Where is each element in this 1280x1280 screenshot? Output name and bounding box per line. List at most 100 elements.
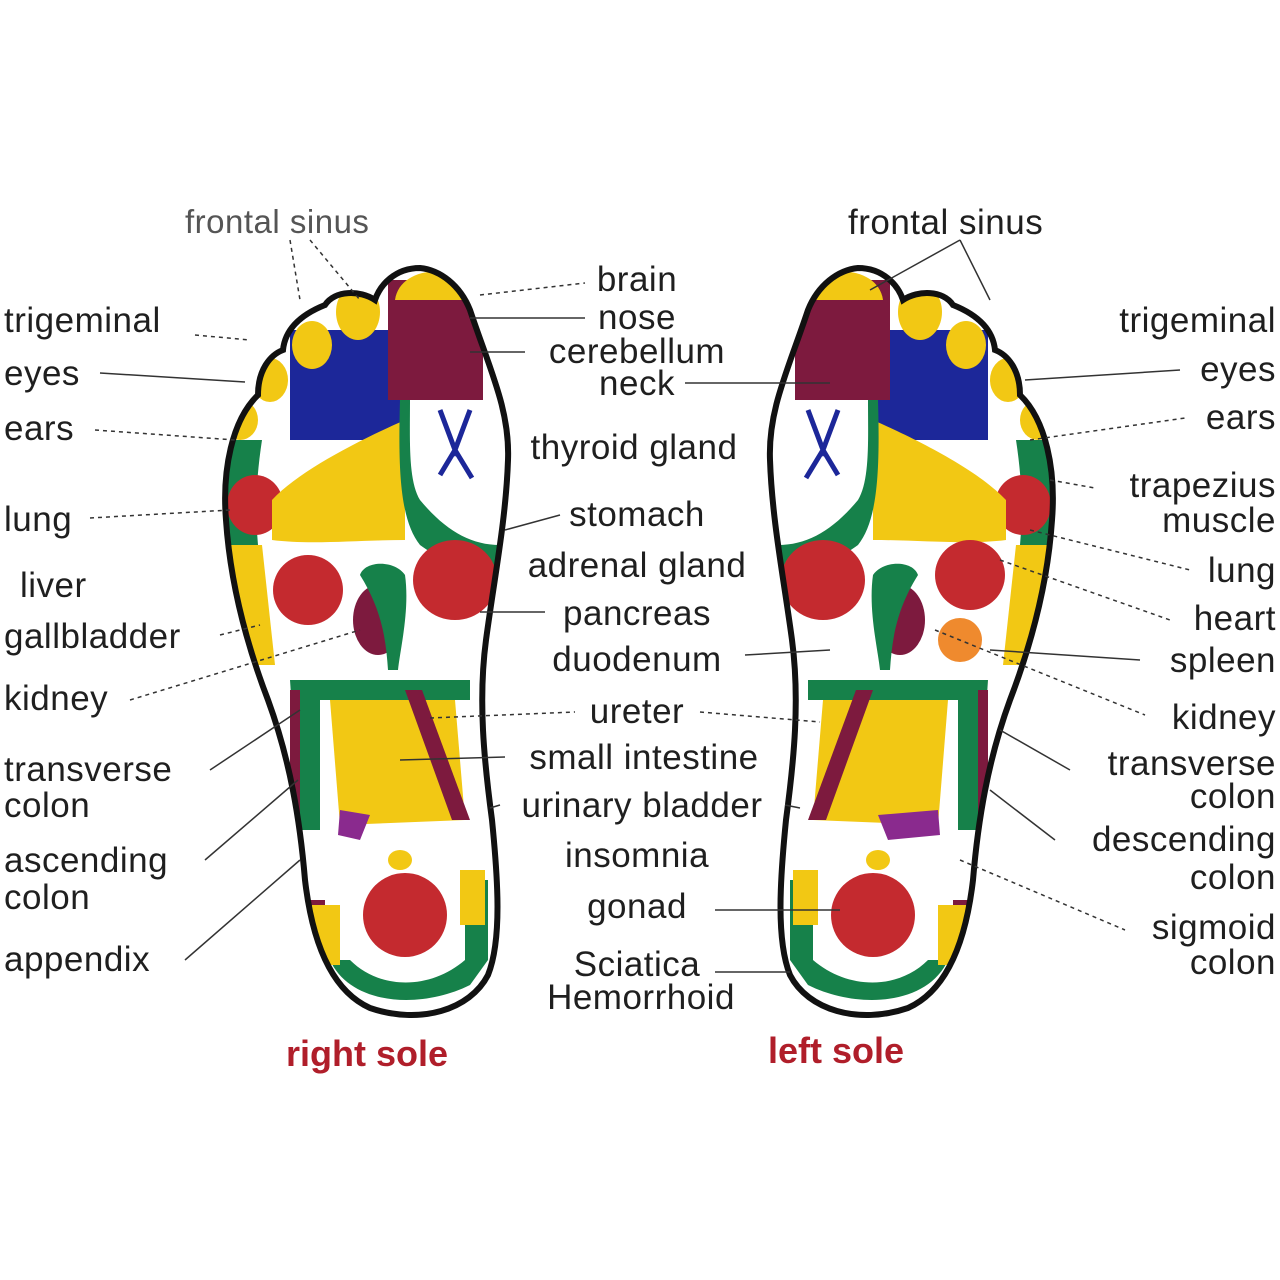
leader-stomach xyxy=(504,514,561,531)
label-right-gallbladder: gallbladder xyxy=(4,617,181,656)
label-left-kidney: kidney xyxy=(1171,698,1276,737)
right-heel-yellow-top xyxy=(388,850,412,870)
label-hemorrhoid: Hemorrhoid xyxy=(547,978,735,1017)
leader-left-lung xyxy=(1029,529,1191,571)
leader-lines xyxy=(89,239,1191,973)
leader-right-kidney xyxy=(129,629,361,701)
leader-right-gallbladder xyxy=(219,624,261,636)
left-thyroid-mark xyxy=(803,409,841,480)
leader-left-sigmoid xyxy=(959,859,1126,931)
left-shoulder-yellow xyxy=(873,420,1006,543)
label-left-transverse: transverse xyxy=(1107,744,1276,783)
leader-right-transverse xyxy=(209,709,301,771)
right-intestine-maroon-strip xyxy=(405,690,470,820)
label-stomach: stomach xyxy=(569,495,705,534)
right-liver-zone xyxy=(273,555,343,625)
right-appendix-purple xyxy=(338,810,370,840)
leader-urinary-bladder xyxy=(489,804,801,809)
leader-left-ears xyxy=(1029,417,1186,441)
label-neck: neck xyxy=(599,364,675,403)
leader-left-transverse xyxy=(999,729,1071,771)
right-lung-zone xyxy=(227,475,283,535)
label-right-ears: ears xyxy=(4,409,75,448)
label-small-intestine: small intestine xyxy=(529,738,759,777)
left-heel-yellow-top xyxy=(866,850,890,870)
leader-small-intestine xyxy=(399,756,506,761)
left-lung-zone xyxy=(995,475,1051,535)
label-left-lung: lung xyxy=(1207,551,1276,590)
leader-left-trapezius xyxy=(1049,479,1096,489)
label-sciatica: Sciatica xyxy=(573,945,701,984)
right-medial-green xyxy=(399,400,505,567)
label-pancreas: pancreas xyxy=(563,594,711,633)
label-right-lung: lung xyxy=(4,500,73,539)
right-shoulder-yellow xyxy=(272,420,405,543)
label-left-eyes: eyes xyxy=(1200,350,1276,389)
leader-right-ascending xyxy=(204,779,299,861)
leader-right-trigeminal xyxy=(194,334,251,341)
leader-brain xyxy=(479,282,586,296)
label-right-ascending: ascending xyxy=(4,841,169,880)
leader-right-frontal-sinus xyxy=(289,239,361,301)
right-stomach-zone xyxy=(413,540,497,620)
left-lateral-yellow xyxy=(1003,545,1048,665)
right-colon-green xyxy=(290,680,470,830)
leader-duodenum xyxy=(744,649,831,656)
left-sigmoid-purple xyxy=(878,810,940,840)
label-right-liver: liver xyxy=(20,566,87,605)
right-heel-yellow-right xyxy=(460,870,485,925)
leader-left-heart xyxy=(999,559,1171,621)
label-left-ears: ears xyxy=(1205,398,1276,437)
label-right-kidney: kidney xyxy=(4,679,109,718)
left-heel-yellow-right xyxy=(793,870,818,925)
label-left-sigmoid: sigmoid xyxy=(1151,908,1276,947)
leader-right-eyes xyxy=(99,372,246,383)
label-urinary-bladder: urinary bladder xyxy=(521,786,763,825)
leader-right-appendix xyxy=(184,859,301,961)
label-left-transverse-colon: colon xyxy=(1189,777,1276,816)
label-right-ascending-colon: colon xyxy=(4,878,91,917)
label-left-descending: descending xyxy=(1091,820,1276,859)
label-right-appendix: appendix xyxy=(4,940,151,979)
right-sole-foot xyxy=(200,240,530,1040)
label-gonad: gonad xyxy=(587,887,687,926)
label-duodenum: duodenum xyxy=(552,640,722,679)
left-stomach-zone xyxy=(781,540,865,620)
label-left-frontal-sinus: frontal sinus xyxy=(848,203,1044,242)
leader-left-kidney xyxy=(934,629,1146,716)
leader-left-eyes xyxy=(1024,369,1181,381)
right-pancreas-green xyxy=(360,563,407,670)
label-left-sigmoid-colon: colon xyxy=(1189,943,1276,982)
right-lateral-yellow xyxy=(230,545,275,665)
left-gonad-zone xyxy=(831,873,915,957)
leader-left-descending xyxy=(989,789,1056,841)
label-insomnia: insomnia xyxy=(564,836,710,875)
label-right-transverse: transverse xyxy=(4,750,173,789)
leader-right-ears xyxy=(94,429,236,441)
right-toe3-tip xyxy=(292,321,332,369)
left-sole-foot xyxy=(748,240,1078,1040)
leader-left-spleen xyxy=(989,649,1141,661)
caption-left-sole: left sole xyxy=(768,1030,905,1071)
label-cerebellum: cerebellum xyxy=(548,332,726,371)
label-right-eyes: eyes xyxy=(4,354,80,393)
left-medial-green xyxy=(773,400,879,567)
label-ureter: ureter xyxy=(589,692,685,731)
label-nose: nose xyxy=(598,298,676,337)
right-gonad-zone xyxy=(363,873,447,957)
leader-ureter xyxy=(429,711,821,723)
label-thyroid-gland: thyroid gland xyxy=(530,428,738,467)
label-right-transverse-colon: colon xyxy=(4,786,91,825)
label-left-trapezius: trapezius xyxy=(1129,466,1276,505)
left-intestine-maroon-strip xyxy=(808,690,873,820)
label-left-spleen: spleen xyxy=(1169,641,1276,680)
left-colon-green xyxy=(808,680,988,830)
label-right-trigeminal: trigeminal xyxy=(4,301,161,340)
leader-left-frontal-sinus xyxy=(869,239,991,301)
left-pancreas-green xyxy=(871,563,918,670)
left-toe3-tip xyxy=(946,321,986,369)
label-left-trigeminal: trigeminal xyxy=(1119,301,1276,340)
left-heart-zone xyxy=(935,540,1005,610)
label-right-frontal-sinus: frontal sinus xyxy=(185,203,370,240)
